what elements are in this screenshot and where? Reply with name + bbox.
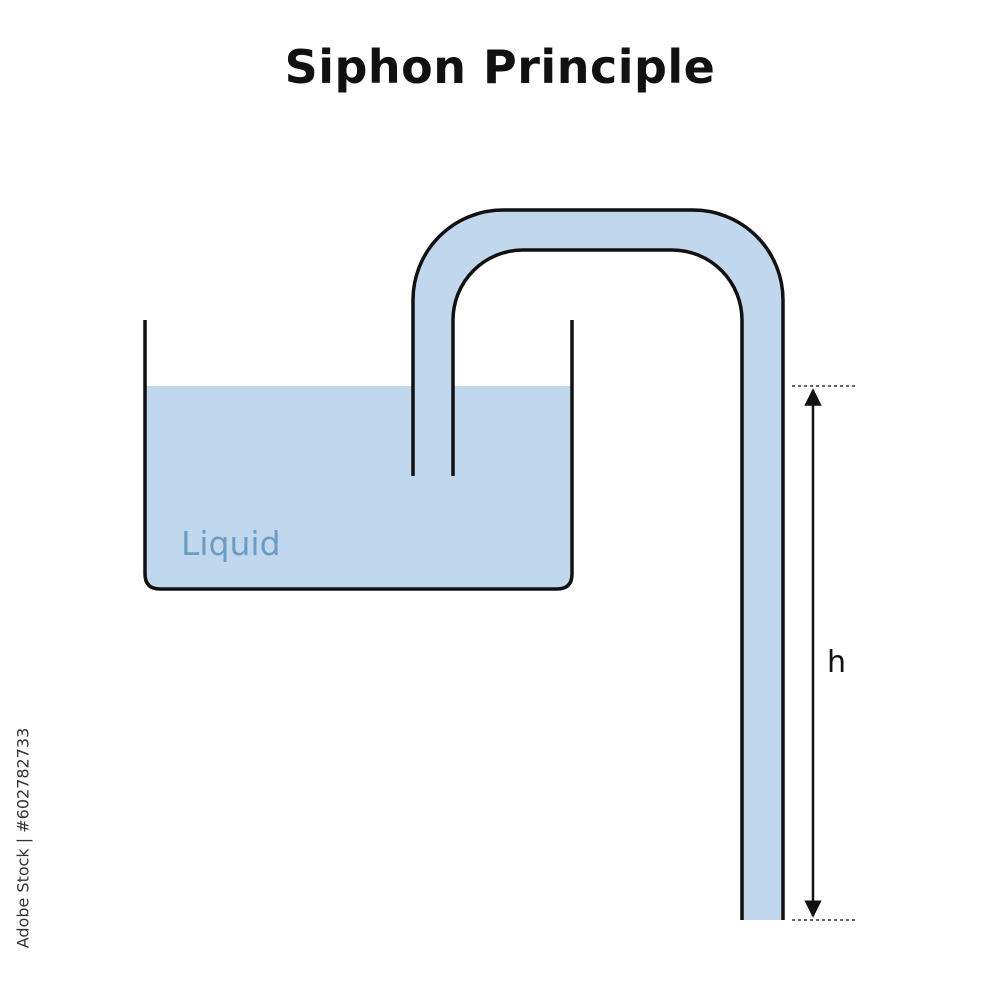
watermark: Adobe Stock | #602782733 bbox=[8, 728, 38, 949]
siphon-tube-outer-wall bbox=[411, 208, 785, 920]
siphon-tube bbox=[413, 210, 783, 920]
page-title: Siphon Principle bbox=[284, 40, 716, 94]
height-label: h bbox=[827, 645, 846, 680]
container-liquid bbox=[145, 386, 572, 589]
watermark-text: Adobe Stock | #602782733 bbox=[13, 727, 33, 949]
liquid-label: Liquid bbox=[181, 524, 281, 563]
siphon-tube-inner-wall bbox=[451, 248, 744, 920]
container-outline bbox=[143, 320, 574, 591]
